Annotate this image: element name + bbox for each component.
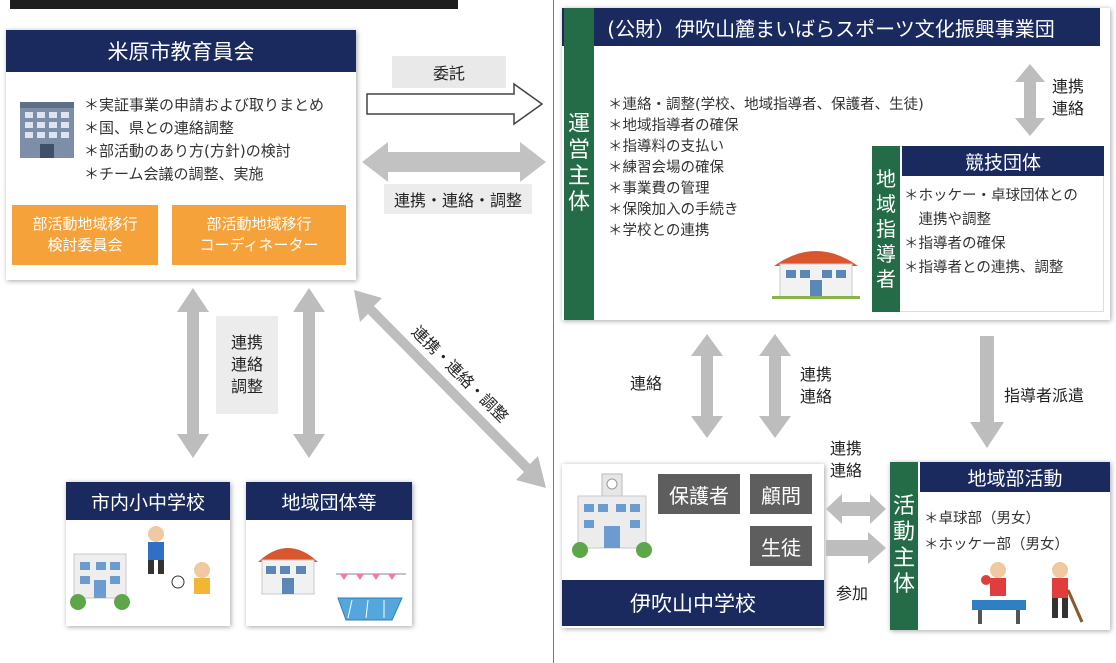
- vertical-double-arrow-right: [293, 288, 325, 458]
- school-building-icon: [572, 470, 652, 560]
- ibuki-school-title: 伊吹山中学校: [562, 580, 824, 626]
- local-groups-title: 地域団体等: [246, 482, 412, 520]
- local-club-items: ＊卓球部（男女） ＊ホッケー部（男女）: [924, 506, 1108, 558]
- duty-item: ＊地域指導者の確保: [608, 118, 739, 134]
- coordination-horizontal-label: 連携・連絡・調整: [393, 191, 522, 210]
- duty-item: ＊指導者の確保: [904, 236, 1006, 252]
- duty-item: ＊連絡・調整(学校、地域指導者、保護者、生徒): [608, 97, 924, 113]
- city-board-duties: ＊実証事業の申請および取りまとめ ＊国、県との連絡調整 ＊部活動のあり方(方針)…: [84, 94, 354, 186]
- commission-label: 委託: [432, 64, 465, 83]
- coordination-horizontal-label-box: 連携・連絡・調整: [384, 184, 532, 214]
- dispatch-label: 指導者派遣: [1004, 386, 1085, 405]
- local-club-title: 地域部活動: [920, 462, 1110, 492]
- duty-item: ＊事業費の管理: [608, 181, 710, 197]
- participate-label: 参加: [836, 584, 869, 603]
- sports-group-title: 競技団体: [902, 146, 1104, 176]
- duty-item: ＊実証事業の申請および取りまとめ: [84, 96, 325, 114]
- duty-item: ＊指導料の支払い: [608, 139, 724, 155]
- school-club-double-arrow: [826, 494, 886, 524]
- renkei-renraku-label: 連携 連絡: [800, 365, 833, 406]
- duty-item: ＊部活動のあり方(方針)の検討: [84, 142, 291, 160]
- duty-item: ＊保険加入の手続き: [608, 202, 739, 218]
- guardian-box: 保護者: [658, 474, 740, 514]
- sports-group-duties: ＊ホッケー・卓球団体との 連携や調整 ＊指導者の確保 ＊指導者との連携、調整: [904, 184, 1104, 280]
- office-building-icon: [16, 98, 78, 160]
- club-item: ＊卓球部（男女）: [924, 511, 1040, 527]
- advisor-box: 顧問: [750, 474, 812, 514]
- duty-item: ＊練習会場の確保: [608, 160, 724, 176]
- header-bar: [10, 0, 458, 9]
- duty-item: ＊国、県との連絡調整: [84, 119, 234, 137]
- committee-box: 部活動地域移行 検討委員会: [12, 205, 158, 265]
- duty-item: ＊学校との連携: [608, 223, 710, 239]
- duty-item: 連携や調整: [904, 212, 991, 228]
- pool-facility-icon: [252, 528, 408, 622]
- renkei-renraku-top-label: 連携 連絡: [1052, 77, 1085, 118]
- activity-body-label: 活動主体: [890, 462, 918, 630]
- coordinator-box: 部活動地域移行 コーディネーター: [172, 205, 346, 265]
- vertical-double-arrow-left: [177, 288, 209, 458]
- renkei-renraku-top-arrow: [1015, 64, 1045, 136]
- local-instructor-label: 地域指導者: [872, 146, 900, 312]
- duty-item: ＊ホッケー・卓球団体との: [904, 188, 1078, 204]
- foundation-frame: [553, 0, 1116, 663]
- foundation-duties: ＊連絡・調整(学校、地域指導者、保護者、生徒) ＊地域指導者の確保 ＊指導料の支…: [608, 95, 958, 242]
- dispatch-arrow: [970, 336, 1004, 448]
- renkei-renraku-vertical-arrow: [759, 334, 791, 438]
- schools-title: 市内小中学校: [66, 482, 230, 520]
- renraku-label: 連絡: [630, 374, 663, 393]
- duty-item: ＊指導者との連携、調整: [904, 260, 1064, 276]
- sports-center-icon: [770, 236, 862, 300]
- operating-body-label: 運営主体: [564, 8, 594, 320]
- athletes-icon: [958, 560, 1088, 626]
- club-item: ＊ホッケー部（男女）: [924, 537, 1069, 553]
- foundation-title: (公財）伊吹山麓まいばらスポーツ文化振興事業団: [562, 8, 1100, 46]
- student-box: 生徒: [750, 526, 812, 566]
- city-board-title: 米原市教育員会: [6, 30, 356, 72]
- commission-label-box: 委託: [392, 56, 506, 88]
- duty-item: ＊チーム会議の調整、実施: [84, 165, 264, 183]
- participate-arrow: [826, 532, 886, 564]
- renkei-renraku-school-label: 連携 連絡: [830, 439, 863, 480]
- school-children-icon: [70, 524, 226, 622]
- coordination-vertical-label-box: 連携 連絡 調整: [216, 316, 278, 414]
- coordination-vertical-label: 連携 連絡 調整: [230, 333, 263, 396]
- renraku-vertical-arrow: [691, 334, 723, 438]
- commission-arrow: [366, 82, 544, 126]
- coordination-diagonal-arrow: [354, 290, 546, 488]
- coordination-horizontal-arrow: [362, 142, 546, 182]
